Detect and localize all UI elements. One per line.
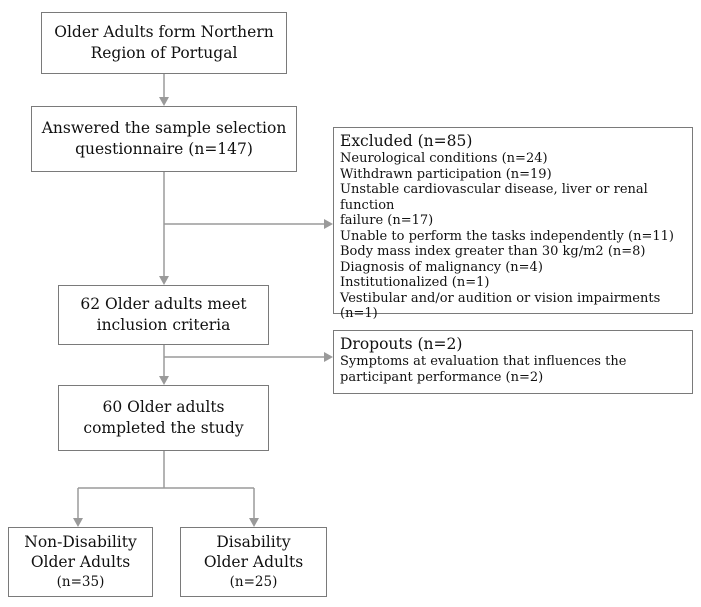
answered-line-2: questionnaire (n=147)	[75, 140, 253, 158]
non-disability-count: (n=35)	[56, 574, 105, 590]
excluded-item: Unstable cardiovascular disease, liver o…	[340, 182, 648, 213]
dropouts-item: participant performance (n=2)	[340, 369, 544, 385]
completed-box: 60 Older adults completed the study	[58, 385, 269, 451]
disability-count: (n=25)	[229, 574, 278, 590]
excluded-heading: Excluded (n=85)	[340, 132, 473, 150]
excluded-item: failure (n=17)	[340, 213, 434, 228]
dropouts-box: Dropouts (n=2) Symptoms at evaluation th…	[333, 330, 693, 394]
arrowhead	[159, 276, 169, 285]
excluded-item: Institutionalized (n=1)	[340, 275, 490, 290]
arrowhead	[159, 376, 169, 385]
non-disability-line-2: Older Adults	[30, 553, 131, 571]
meet-criteria-box: 62 Older adults meet inclusion criteria	[58, 285, 269, 345]
non-disability-line-1: Non-Disability	[24, 533, 137, 551]
dropouts-heading: Dropouts (n=2)	[340, 335, 463, 353]
excluded-item: Neurological conditions (n=24)	[340, 151, 548, 166]
disability-line-2: Older Adults	[203, 553, 304, 571]
dropouts-item: Symptoms at evaluation that influences t…	[340, 354, 627, 369]
completed-line-1: 60 Older adults	[102, 398, 225, 416]
non-disability-box: Non-Disability Older Adults (n=35)	[8, 527, 153, 597]
excluded-box: Excluded (n=85) Neurological conditions …	[333, 127, 693, 321]
disability-box: Disability Older Adults (n=25)	[180, 527, 327, 597]
arrowhead	[324, 219, 333, 229]
completed-line-2: completed the study	[83, 419, 244, 437]
arrowhead	[73, 518, 83, 527]
excluded-item: Withdrawn participation (n=19)	[340, 166, 552, 182]
excluded-item: Diagnosis of malignancy (n=4)	[340, 259, 543, 275]
population-line-2: Region of Portugal	[90, 44, 238, 62]
excluded-item: Vestibular and/or audition or vision imp…	[340, 290, 661, 322]
answered-line-1: Answered the sample selection	[41, 119, 287, 137]
disability-line-1: Disability	[216, 533, 291, 551]
excluded-item: Unable to perform the tasks independentl…	[340, 228, 674, 244]
arrowhead	[324, 352, 333, 362]
arrowhead	[249, 518, 259, 527]
meet-criteria-line-1: 62 Older adults meet	[80, 295, 247, 313]
population-line-1: Older Adults form Northern	[54, 23, 274, 41]
arrowhead	[159, 97, 169, 106]
excluded-item: Body mass index greater than 30 kg/m2 (n…	[340, 244, 646, 259]
population-box: Older Adults form Northern Region of Por…	[41, 12, 287, 74]
meet-criteria-line-2: inclusion criteria	[96, 316, 231, 334]
answered-box: Answered the sample selection questionna…	[31, 106, 297, 172]
